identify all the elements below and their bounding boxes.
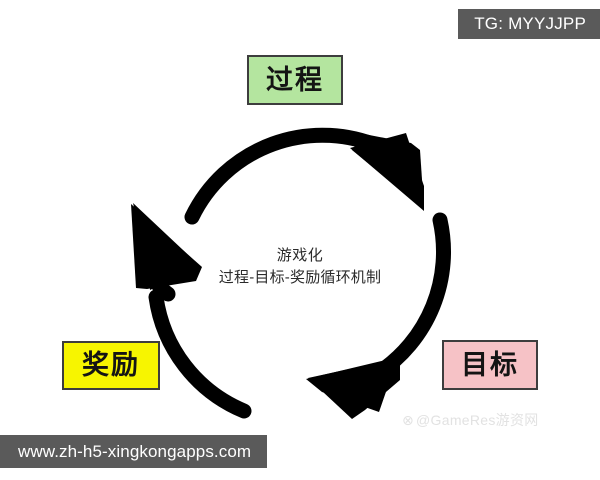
telegram-handle-badge: TG: MYYJJPP [458, 9, 600, 39]
node-goal-label: 目标 [461, 349, 519, 380]
website-url-text: www.zh-h5-xingkongapps.com [18, 441, 252, 461]
telegram-handle-text: TG: MYYJJPP [474, 14, 586, 33]
source-watermark: ⊗@GameRes游资网 [402, 410, 539, 430]
website-url-badge: www.zh-h5-xingkongapps.com [0, 435, 268, 468]
node-process: 过程 [247, 55, 343, 105]
watermark-text: GameRes游资网 [430, 412, 539, 428]
node-goal: 目标 [442, 340, 538, 390]
arrow-reward-to-process [131, 203, 252, 419]
arrow-goal-to-reward [306, 212, 451, 419]
node-reward-label: 奖励 [82, 350, 140, 380]
node-reward: 奖励 [62, 341, 160, 390]
center-caption: 游戏化 过程-目标-奖励循环机制 [170, 245, 430, 289]
center-caption-line2: 过程-目标-奖励循环机制 [218, 268, 382, 286]
center-caption-line1: 游戏化 [276, 247, 324, 264]
watermark-at-icon: @ [416, 412, 431, 428]
watermark-logo-icon: ⊗ [402, 412, 415, 428]
node-process-label: 过程 [266, 64, 324, 95]
arrow-process-to-goal [184, 127, 424, 225]
